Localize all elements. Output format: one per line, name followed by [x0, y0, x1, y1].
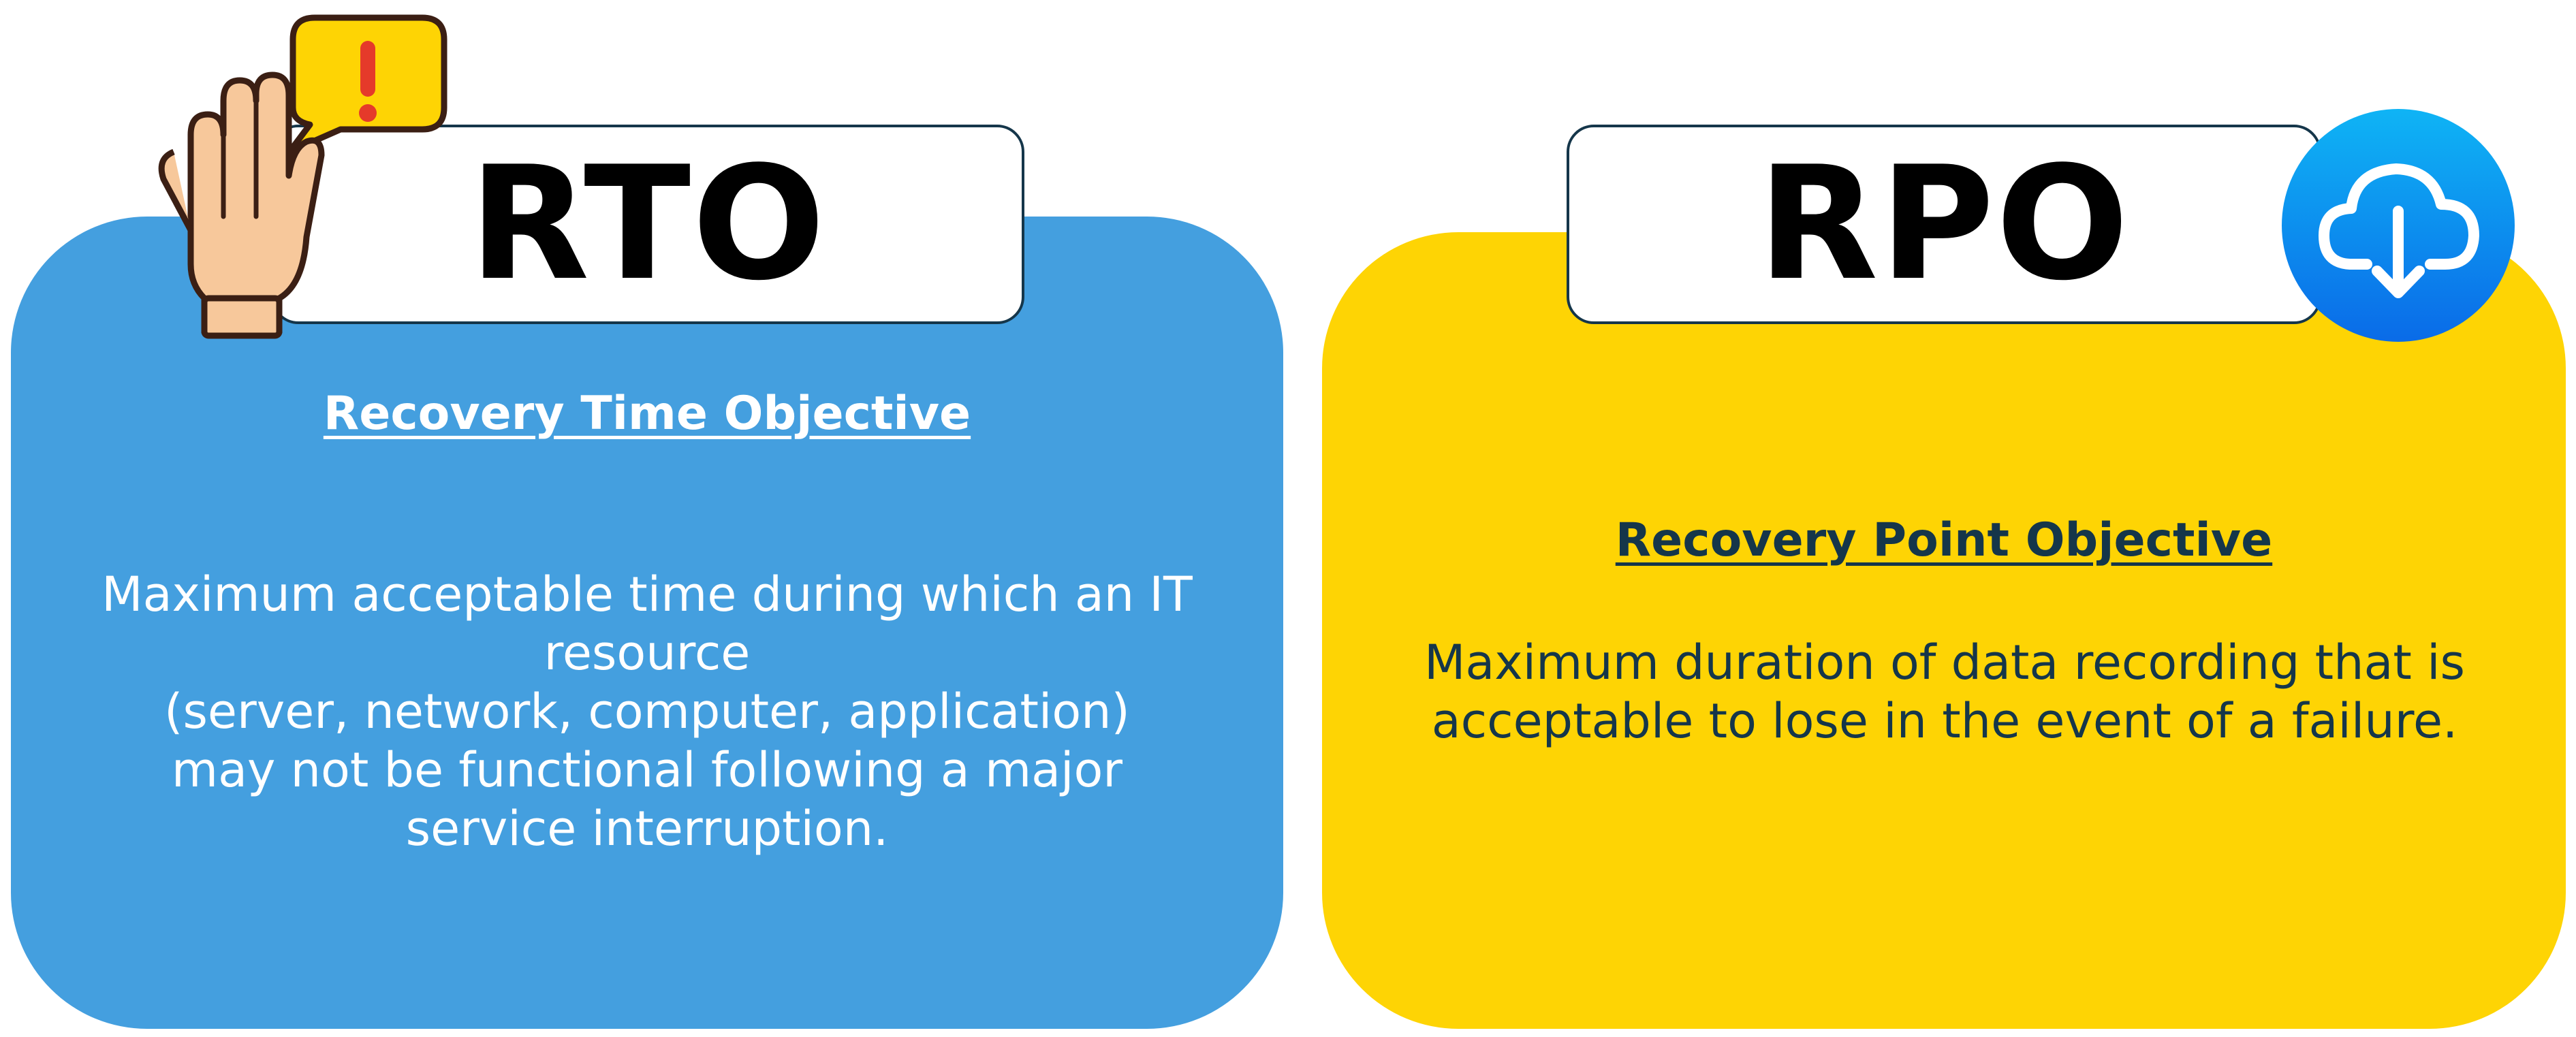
- rpo-description-line: Maximum duration of data recording that …: [1424, 635, 2466, 690]
- rto-description-line: Maximum acceptable time during which an …: [101, 567, 1193, 622]
- rto-description-line: resource: [544, 625, 751, 681]
- rto-description-line: service interruption.: [405, 801, 889, 857]
- rpo-description: Maximum duration of data recording that …: [1335, 633, 2554, 750]
- rto-subtitle: Recovery Time Objective: [323, 387, 971, 441]
- rto-description-line: (server, network, computer, application): [164, 684, 1130, 739]
- raised-hand-alert-icon: [158, 14, 447, 339]
- rto-title: RTO: [469, 133, 827, 315]
- cloud-download-icon: [2282, 109, 2515, 342]
- rto-description-line: may not be functional following a major: [171, 742, 1123, 798]
- rpo-subtitle: Recovery Point Objective: [1615, 513, 2273, 567]
- rto-description: Maximum acceptable time during which an …: [27, 565, 1267, 858]
- rpo-description-line: acceptable to lose in the event of a fai…: [1431, 693, 2458, 749]
- rto-card: [11, 217, 1283, 1029]
- rto-title-box: RTO: [271, 125, 1024, 324]
- rpo-title: RPO: [1757, 133, 2131, 315]
- rpo-title-box: RPO: [1567, 125, 2321, 324]
- rpo-card: [1322, 232, 2566, 1029]
